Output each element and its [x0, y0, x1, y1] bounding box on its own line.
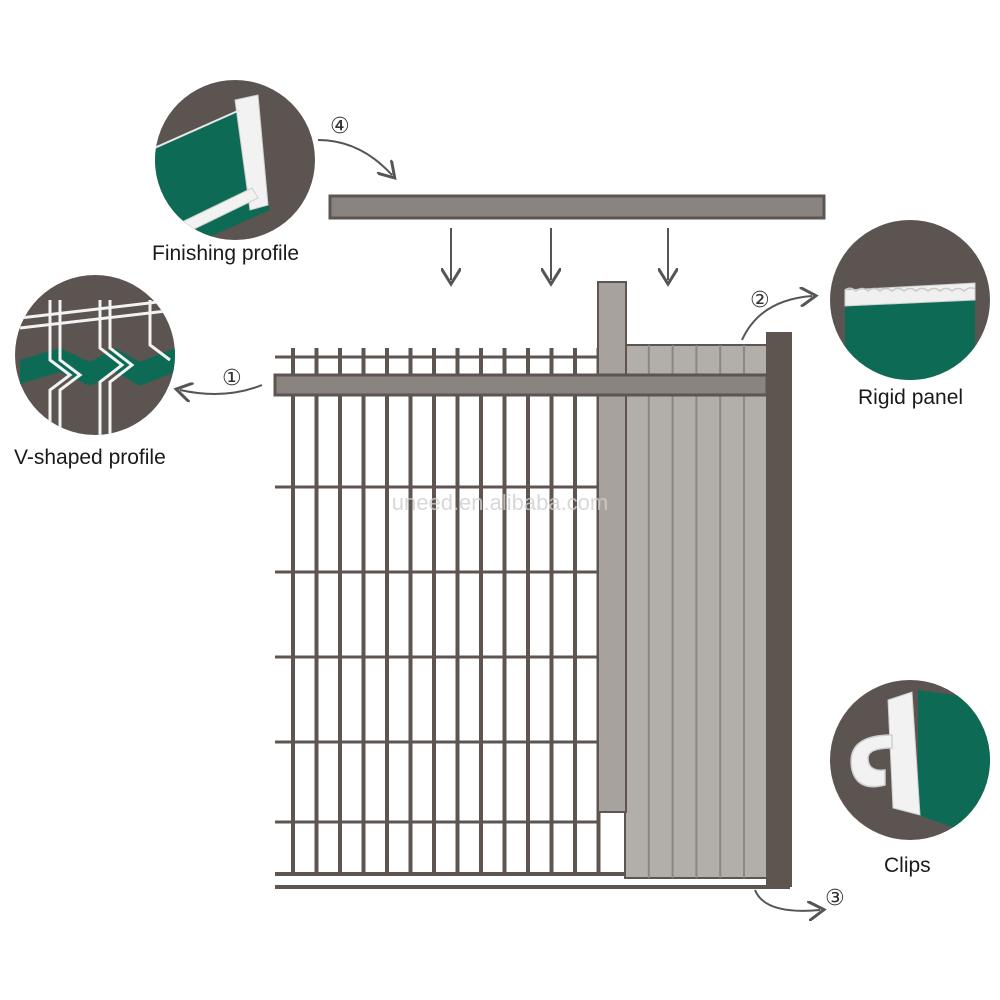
v-shaped-profile-callout: ①	[15, 275, 263, 435]
mesh-horizontal-wires	[275, 355, 600, 824]
callout-number-3: ③	[825, 886, 845, 911]
rigid-panel-icon	[844, 282, 976, 380]
finishing-profile-label: Finishing profile	[152, 242, 300, 265]
rigid-panel-slats	[624, 344, 769, 879]
watermark: uneed.en.alibaba.com	[392, 490, 609, 515]
v-shaped-profile-label: V-shaped profile	[14, 446, 166, 469]
clips-callout: ③	[754, 680, 990, 911]
finishing-profile-bar	[328, 194, 826, 220]
callout-number-1: ①	[222, 366, 242, 391]
vertical-profile-strip	[597, 281, 627, 813]
down-arrows	[451, 228, 668, 280]
clips-icon	[850, 690, 990, 840]
v-shaped-profile-bar	[273, 373, 769, 397]
finishing-profile-icon	[155, 94, 270, 240]
fence-post	[766, 332, 792, 887]
rigid-panel-callout: ②	[741, 220, 990, 380]
finishing-profile-callout: ④	[155, 80, 392, 240]
v-shaped-profile-icon	[19, 298, 175, 435]
callout-number-2: ②	[750, 288, 770, 313]
clips-label: Clips	[884, 854, 931, 877]
mesh-vertical-wires	[291, 348, 601, 874]
rigid-panel-label: Rigid panel	[858, 386, 964, 409]
callout-number-4: ④	[330, 114, 350, 139]
